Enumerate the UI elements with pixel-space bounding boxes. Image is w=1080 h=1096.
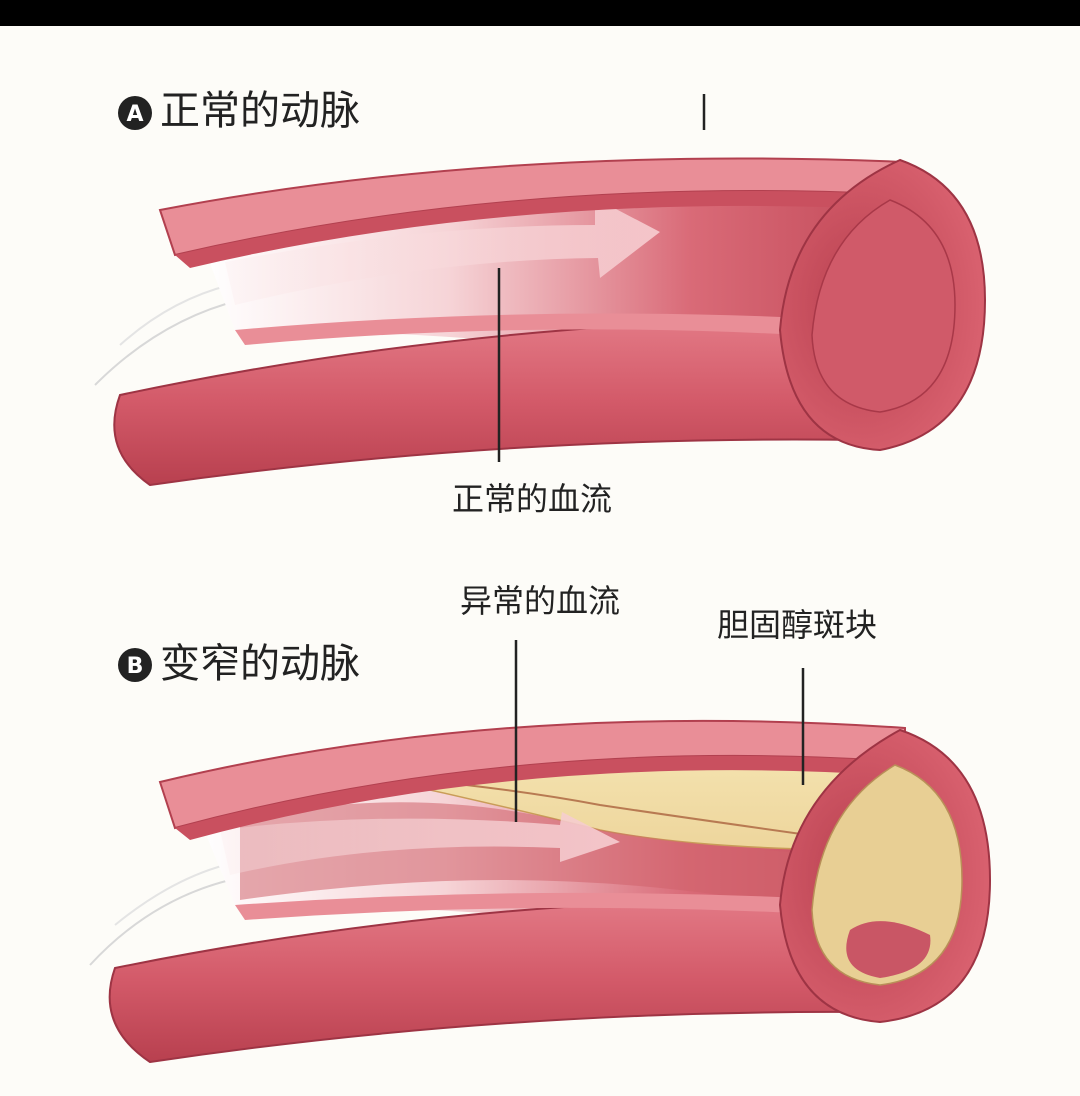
panel-b-title: 变窄的动脉: [160, 641, 360, 687]
badge-a: [118, 96, 152, 130]
artery-end-ring-inner: [811, 199, 956, 413]
motion-line: [94, 299, 241, 386]
badge-b-letter: B: [127, 654, 144, 679]
motion-line: [114, 864, 226, 926]
artery-wall-bottom-top-face: [235, 313, 805, 345]
artery-wall-bottom: [113, 316, 862, 487]
motion-line: [119, 284, 231, 346]
badge-b: [118, 648, 152, 682]
artery-end-lumen: [846, 921, 931, 978]
panel-a-normal-artery: A 正常的动脉 正常的血流: [94, 88, 987, 518]
abnormal-flow-label: 异常的血流: [460, 582, 620, 620]
plaque-crack: [419, 779, 881, 846]
top-bar: [0, 0, 1080, 26]
panel-b-narrowed-artery: B 变窄的动脉 异常的血流 胆固醇斑块: [89, 582, 992, 1064]
artery-wall-bottom-top-face: [235, 892, 800, 920]
artery-end-ring-inner: [811, 764, 963, 986]
blood-flow-arrow: [225, 198, 660, 305]
badge-a-letter: A: [126, 102, 143, 127]
artery-wall-bottom: [108, 896, 862, 1064]
artery-wall-top-edge: [175, 755, 905, 840]
panel-a-title: 正常的动脉: [160, 88, 360, 134]
plaque-label: 胆固醇斑块: [717, 606, 877, 644]
artery-wall-top-edge: [175, 191, 905, 268]
normal-flow-label: 正常的血流: [452, 480, 612, 518]
blood-flow-arrow: [220, 812, 620, 875]
motion-line: [89, 879, 231, 966]
